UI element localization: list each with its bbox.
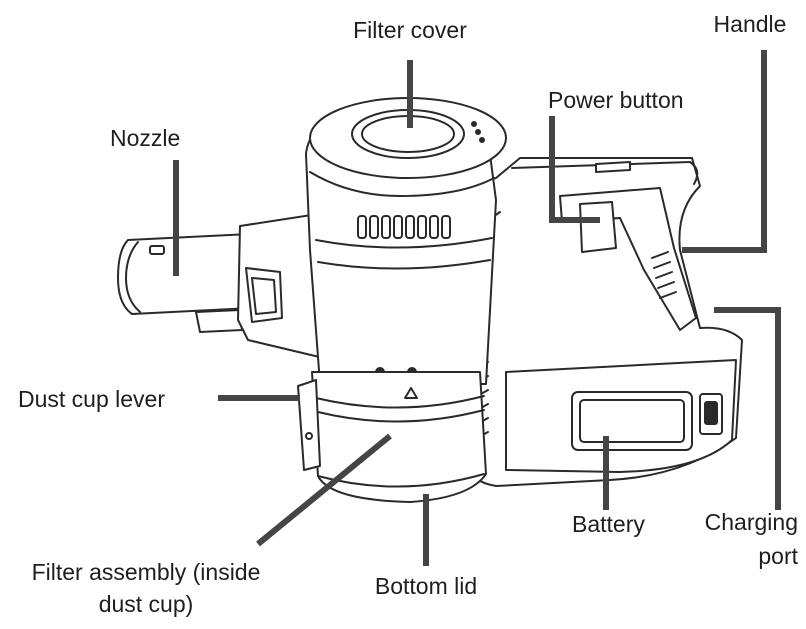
charging-port-label-line1: Charging: [704, 509, 798, 535]
power-button-leader: [549, 116, 600, 223]
filter-assembly-label-line2: dust cup): [98, 591, 194, 617]
leader-lines: [173, 50, 781, 566]
handle-grip-vents: [651, 251, 677, 299]
nozzle-part: [117, 233, 253, 333]
charging-port-leader: [714, 307, 781, 510]
cyclone-vents: [357, 215, 451, 239]
filter-cover-part: [309, 97, 507, 179]
filter-assembly-leader: [256, 433, 392, 547]
charging-port-label-line2: port: [758, 543, 798, 569]
battery-pack: [505, 359, 737, 473]
handle-label: Handle: [713, 11, 787, 37]
nozzle-label: Nozzle: [110, 125, 181, 151]
battery-label: Battery: [572, 511, 645, 537]
bottom-lid-label: Bottom lid: [374, 573, 478, 599]
dust-cup-lever: [297, 379, 321, 471]
filter-cover-label: Filter cover: [353, 17, 467, 43]
vacuum-illustration: [117, 97, 743, 503]
dust-cup: [311, 371, 487, 503]
dust-cup-lever-label: Dust cup lever: [18, 386, 166, 412]
handle-leader: [682, 50, 767, 253]
filter-assembly-label-line1: Filter assembly (inside: [31, 559, 261, 585]
power-button-label: Power button: [548, 87, 684, 113]
